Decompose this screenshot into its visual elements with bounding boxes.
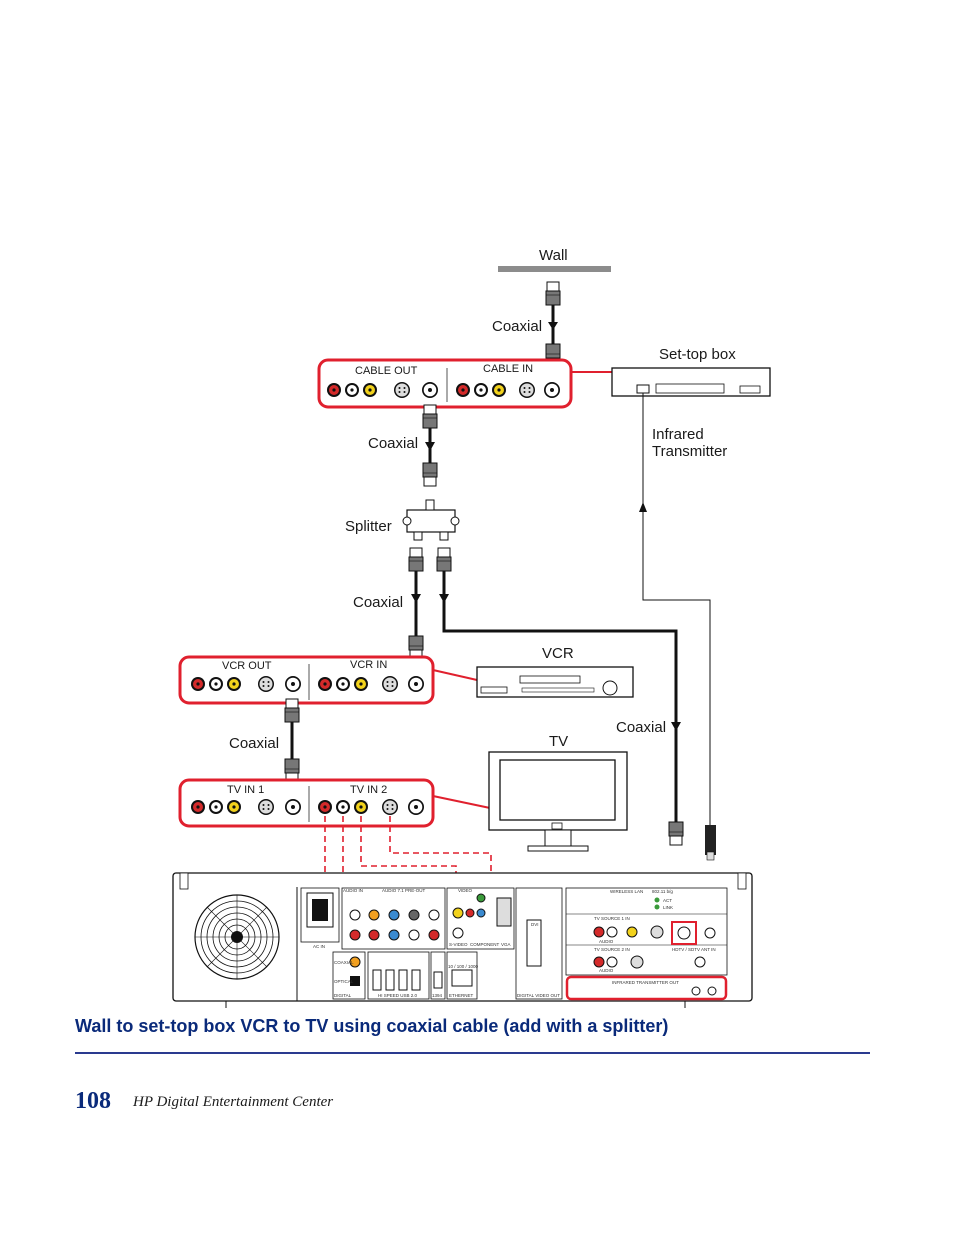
- coaxial-label-3: Coaxial: [353, 594, 403, 611]
- tv-source-2-label: TV SOURCE 2 IN: [594, 947, 630, 952]
- wireless-lan-label: WIRELESS LAN: [610, 889, 643, 894]
- tv-source-1-label: TV SOURCE 1 IN: [594, 916, 630, 921]
- wall-label: Wall: [539, 247, 568, 264]
- coax-cable-settop-to-splitter: Coaxial: [368, 404, 438, 487]
- infrared-label-2: Transmitter: [652, 443, 727, 460]
- figure-caption: Wall to set-top box VCR to TV using coax…: [75, 1016, 669, 1036]
- coax-cable-wall-to-settop: Coaxial: [492, 281, 561, 368]
- wireless-std-label: 802.11 b/g: [652, 889, 673, 894]
- vcr-device: VCR: [432, 645, 634, 698]
- fan-grille: [194, 894, 280, 980]
- ethernet-speed-label: 10 / 100 / 1000: [448, 964, 479, 969]
- link-label: LINK: [663, 905, 673, 910]
- coaxial-label-2: Coaxial: [368, 435, 418, 452]
- act-label: ACT: [663, 898, 672, 903]
- digital-video-out-label: DIGITAL VIDEO OUT: [517, 993, 560, 998]
- infrared-out-label: INFRARED TRANSMITTER OUT: [612, 980, 679, 985]
- digital-audio-label: DIGITAL: [334, 993, 352, 998]
- cable-in-label: CABLE IN: [483, 363, 533, 375]
- usb-label: HI SPEED USB 2.0: [378, 993, 418, 998]
- tv-in-1-label: TV IN 1: [227, 784, 264, 796]
- coaxial-label-1: Coaxial: [492, 318, 542, 335]
- ethernet-label: ETHERNET: [449, 993, 474, 998]
- tv-in-2-label: TV IN 2: [350, 784, 387, 796]
- settop-box-label: Set-top box: [659, 346, 736, 363]
- vcr-out-label: VCR OUT: [222, 660, 272, 672]
- vcr-back-panel: VCR OUT VCR IN: [178, 655, 435, 705]
- svideo-label: S-VIDEO: [449, 942, 468, 947]
- coax-cables-splitter-outputs: Coaxial Coaxial: [353, 547, 684, 846]
- wall: Wall: [498, 247, 611, 272]
- book-title: HP Digital Entertainment Center: [133, 1094, 334, 1110]
- coaxial-label-5: Coaxial: [616, 719, 666, 736]
- optical-audio-label: OPTICAL: [334, 979, 354, 984]
- hdtv-label: HDTV / SDTV ANT IN: [672, 947, 716, 952]
- ieee1394-label: 1394: [432, 993, 443, 998]
- component-label: COMPONENT: [470, 942, 500, 947]
- dvi-label: DVI: [531, 922, 539, 927]
- video-label: VIDEO: [458, 888, 473, 893]
- coax-cable-vcr-to-tv: Coaxial: [229, 698, 300, 783]
- page-number: 108: [75, 1088, 111, 1114]
- tv-device: TV: [432, 733, 628, 852]
- ac-in-label: AC IN: [313, 944, 325, 949]
- hp-back-panel: AC IN AUDIO IN AUDIO 7.1 PRE-OUT VIDEO S…: [172, 872, 753, 1008]
- coaxial-label-4: Coaxial: [229, 735, 279, 752]
- divider-rule: [75, 1052, 870, 1054]
- audio-pre-out-label: AUDIO 7.1 PRE-OUT: [382, 888, 426, 893]
- vcr-in-label: VCR IN: [350, 659, 387, 671]
- splitter: Splitter: [345, 499, 460, 541]
- settop-box: Set-top box: [571, 346, 771, 397]
- audio-in-label: AUDIO IN: [343, 888, 363, 893]
- splitter-label: Splitter: [345, 518, 392, 535]
- infrared-label-1: Infrared: [652, 426, 704, 443]
- vga-label: VGA: [501, 942, 511, 947]
- audio-label-1: AUDIO: [599, 939, 614, 944]
- coaxial-audio-label: COAXIAL: [334, 960, 354, 965]
- infrared-transmitter-cable: Infrared Transmitter: [639, 393, 727, 861]
- cable-out-label: CABLE OUT: [355, 365, 418, 377]
- settop-back-panel: CABLE OUT CABLE IN: [317, 358, 573, 409]
- tv-label: TV: [549, 733, 568, 750]
- vcr-label: VCR: [542, 645, 574, 662]
- connection-diagram: Wall Coaxial CABLE OUT CABLE IN Set-top …: [172, 247, 771, 1008]
- tv-back-panel: TV IN 1 TV IN 2: [178, 778, 435, 828]
- audio-label-2: AUDIO: [599, 968, 614, 973]
